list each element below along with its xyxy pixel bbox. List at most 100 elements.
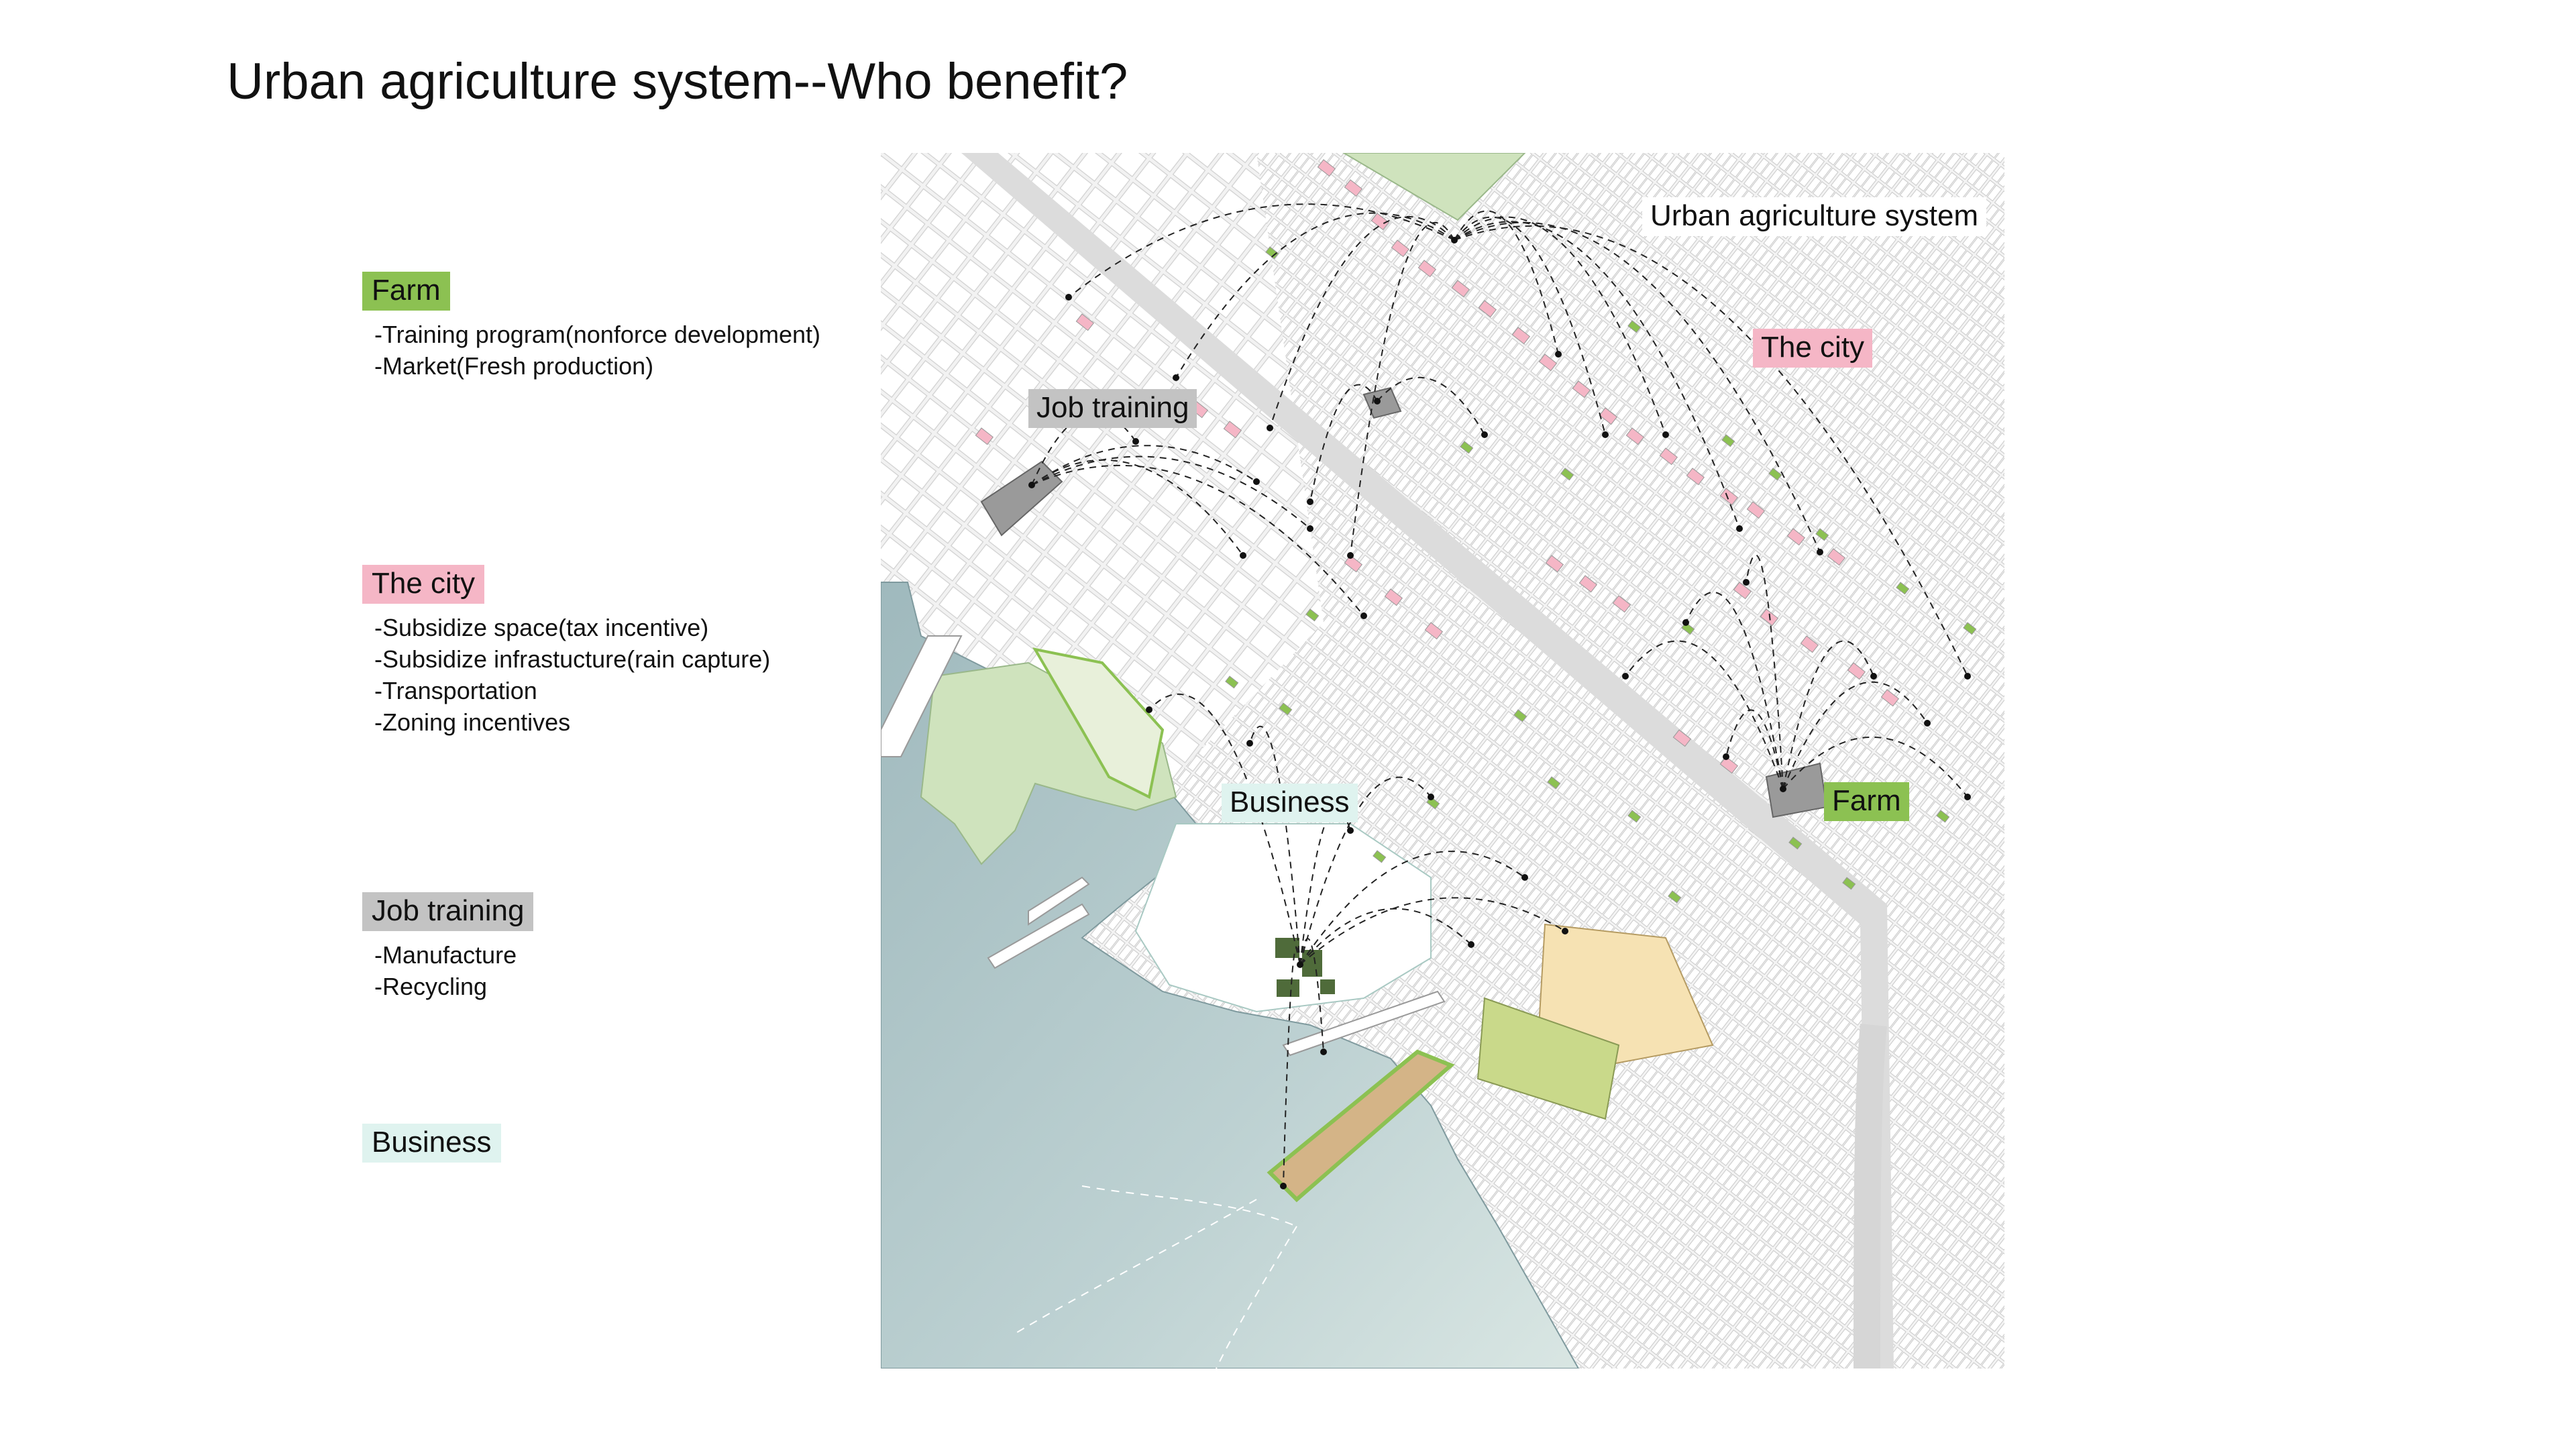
connection-node	[1132, 438, 1139, 445]
connection-node	[1267, 425, 1273, 431]
city-parcel	[1478, 300, 1497, 318]
city-parcel	[1746, 501, 1766, 519]
farm-parcel	[1721, 434, 1735, 447]
legend-farm-item: -Market(Fresh production)	[374, 352, 654, 380]
legend-city-item: -Zoning incentives	[374, 708, 571, 736]
city-parcel	[975, 427, 994, 445]
city-parcel	[1880, 689, 1900, 707]
map-label-city: The city	[1753, 329, 1873, 368]
farm-parcel	[1225, 676, 1239, 689]
business-zone	[1134, 823, 1432, 1013]
pier-farm	[1267, 1049, 1455, 1203]
connection-node	[1280, 1183, 1287, 1189]
connection-node	[1964, 794, 1971, 800]
farm-parcel	[1547, 776, 1561, 790]
farm-parcel	[1513, 709, 1527, 722]
connection-node	[1622, 673, 1629, 680]
connection-arc	[1031, 455, 1311, 529]
city-parcel	[1451, 280, 1470, 298]
city-parcel	[1075, 313, 1095, 331]
farm-parcel	[1963, 622, 1977, 635]
connection-arc	[1031, 464, 1364, 616]
legend-farm-tag: Farm	[362, 272, 450, 311]
farm-parcel	[1279, 702, 1293, 716]
connection-node	[1347, 827, 1354, 834]
highway-curve	[1854, 1024, 1887, 1368]
farm-parcel	[1265, 246, 1279, 260]
connection-node	[1964, 673, 1971, 680]
connection-node	[1780, 786, 1786, 792]
connection-node	[1028, 482, 1035, 488]
connection-node	[1924, 720, 1931, 727]
farm-parcel	[1560, 468, 1574, 481]
connection-node	[1743, 579, 1750, 586]
farm-parcel	[1768, 468, 1782, 481]
farm-parcel	[1627, 320, 1642, 333]
connection-node	[1817, 549, 1823, 555]
city-parcel	[1391, 239, 1410, 258]
city-parcel	[1786, 528, 1806, 546]
farm-parcel	[1460, 441, 1474, 454]
connection-arc	[1031, 445, 1257, 486]
city-parcel	[1719, 488, 1739, 506]
legend-job-training: Job training -Manufacture -Recycling	[362, 892, 534, 1002]
legend-job-item: -Recycling	[374, 973, 488, 1000]
connection-node	[1555, 351, 1562, 358]
farm-parcel	[1896, 582, 1910, 595]
connection-node	[1481, 431, 1488, 438]
city-parcel	[1344, 179, 1363, 197]
city-parcel	[1384, 588, 1403, 606]
farm-parcel	[1842, 877, 1856, 890]
connection-arc	[1454, 216, 1606, 435]
map-label-job-training: Job training	[1028, 389, 1197, 428]
city-parcel	[1599, 407, 1618, 425]
boat-route	[1081, 1185, 1297, 1227]
city-parcel	[1417, 260, 1437, 278]
city-parcel	[1572, 380, 1591, 398]
city-parcel	[1578, 575, 1598, 593]
legend-city-item: -Transportation	[374, 677, 537, 704]
connection-arc	[1625, 640, 1784, 790]
legend-farm-item: -Training program(nonforce development)	[374, 321, 820, 348]
farm-parcel	[1815, 528, 1829, 541]
connection-node	[1682, 619, 1689, 626]
city-parcel	[1659, 447, 1678, 466]
farm-parcel	[1305, 608, 1320, 622]
city-parcel	[1223, 421, 1242, 439]
farm-parcel	[1668, 890, 1682, 904]
connection-arc	[1350, 221, 1455, 556]
connection-node	[1246, 740, 1253, 747]
connection-arc	[1377, 376, 1485, 435]
connection-arc	[1454, 221, 1821, 553]
connection-arc	[1283, 947, 1301, 1187]
city-parcel	[1612, 595, 1631, 613]
connection-arc	[1269, 216, 1455, 429]
connection-node	[1723, 753, 1729, 760]
city-parcel	[1625, 427, 1645, 445]
farm-parcels	[1225, 246, 1977, 904]
connection-node	[1736, 525, 1743, 532]
connection-node	[1662, 431, 1669, 438]
connection-node	[1347, 552, 1354, 559]
connection-node	[1562, 928, 1568, 934]
map-label-system: Urban agriculture system	[1642, 197, 1987, 236]
connection-arc	[1299, 851, 1525, 965]
connection-arc	[1068, 203, 1455, 298]
top-park	[1342, 153, 1526, 221]
legend-job-tag: Job training	[362, 892, 534, 931]
city-parcel	[1672, 729, 1692, 747]
connection-arc	[1031, 459, 1244, 556]
connection-arc	[1148, 693, 1301, 965]
main-avenue	[961, 153, 1894, 1368]
connection-arcs	[1014, 203, 1968, 1368]
legend-city-item: -Subsidize space(tax incentive)	[374, 614, 709, 641]
legend-farm: Farm -Training program(nonforce developm…	[362, 272, 820, 382]
connection-node	[1065, 294, 1072, 301]
connection-arc	[1299, 908, 1472, 965]
connection-node	[1146, 706, 1152, 713]
waterfront-farm	[1032, 647, 1165, 799]
connection-arc	[1299, 776, 1432, 965]
connection-node	[1521, 874, 1528, 881]
connection-node	[1870, 673, 1877, 680]
city-parcel	[1847, 662, 1866, 680]
